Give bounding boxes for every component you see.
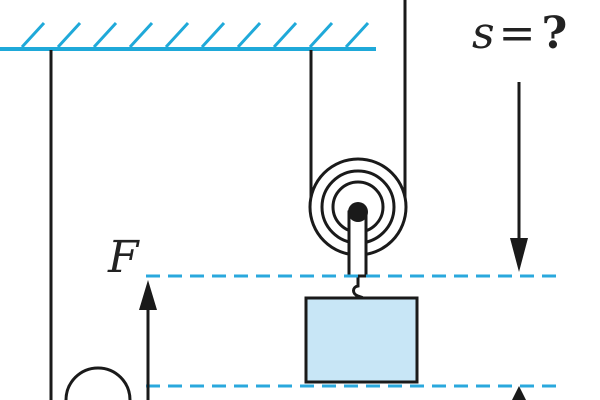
force-arrow bbox=[139, 280, 157, 400]
ceiling bbox=[0, 21, 376, 51]
lower-arrow-tip bbox=[512, 386, 526, 400]
bottom-pulley bbox=[64, 366, 132, 400]
distance-label: s=? bbox=[472, 8, 567, 59]
arrow-up-icon bbox=[139, 280, 157, 310]
force-label: F bbox=[107, 232, 140, 283]
hook bbox=[352, 276, 364, 300]
load-block bbox=[304, 296, 419, 384]
pulley-axle bbox=[348, 202, 368, 222]
ceiling-hatching bbox=[20, 21, 370, 49]
arrow-down-icon bbox=[510, 238, 528, 272]
distance-arrow bbox=[510, 82, 528, 272]
